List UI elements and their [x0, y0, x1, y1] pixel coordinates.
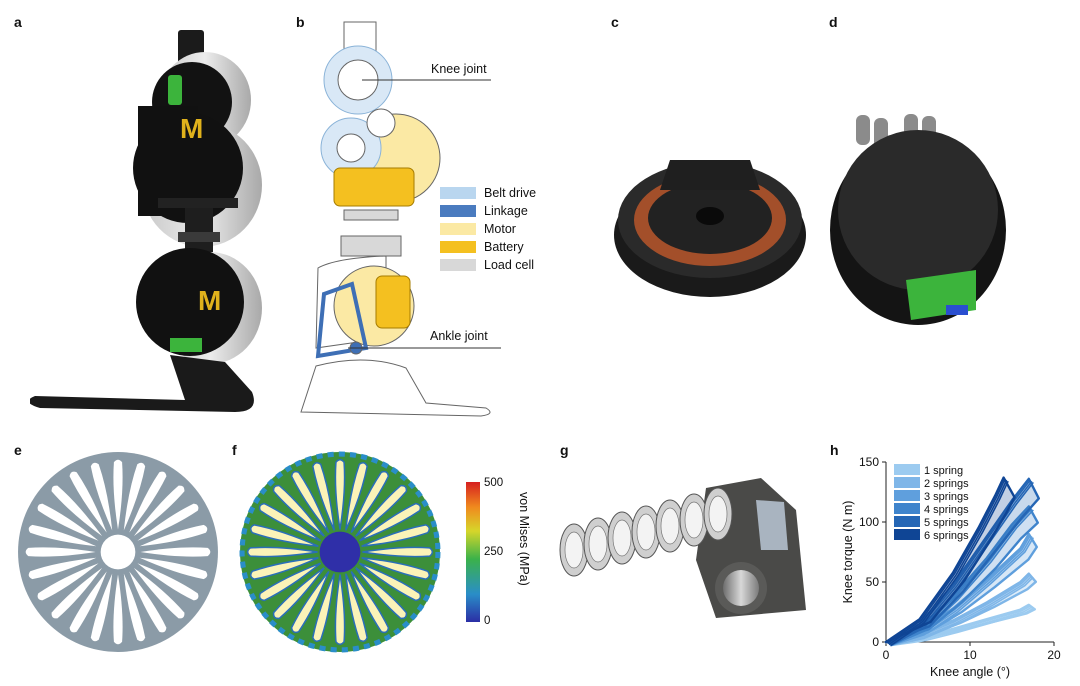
spring-assembly-render	[559, 478, 806, 618]
series-line	[888, 479, 1008, 646]
legend-swatch	[440, 241, 476, 253]
colorbar-label: von Mises (MPa)	[517, 492, 531, 586]
colorbar	[466, 482, 480, 622]
x-tick-label: 10	[963, 648, 977, 662]
legend-label: Motor	[484, 222, 516, 236]
legend-item: Battery	[440, 238, 536, 256]
legend-label: Linkage	[484, 204, 528, 218]
x-tick-label: 20	[1047, 648, 1061, 662]
panel-letter-g: g	[560, 442, 569, 458]
legend-label: Load cell	[484, 258, 535, 272]
legend-label: Battery	[484, 240, 524, 254]
prosthesis-schematic	[300, 21, 501, 417]
svg-text:M: M	[180, 113, 203, 144]
colorbar-tick-min: 0	[484, 615, 491, 627]
panel-letter-c: c	[611, 14, 619, 30]
legend-item: Motor	[440, 220, 536, 238]
panel-letter-b: b	[296, 14, 305, 30]
prosthesis-photo: M M	[30, 30, 262, 412]
legend-swatch	[894, 529, 920, 540]
legend-swatch	[894, 516, 920, 527]
series-line	[890, 480, 1009, 647]
legend-swatch	[440, 205, 476, 217]
x-axis-label: Knee angle (°)	[930, 665, 1010, 679]
panel-letter-f: f	[232, 442, 237, 458]
legend-label: 2 springs	[924, 478, 969, 490]
spring-disc	[18, 452, 218, 652]
colorbar-tick-max: 500	[484, 477, 504, 489]
y-tick-label: 0	[872, 635, 879, 649]
component-legend: Belt drive Linkage Motor Battery Load ce…	[440, 184, 536, 274]
panel-letter-e: e	[14, 442, 22, 458]
legend-swatch	[894, 503, 920, 514]
series-line	[888, 535, 1033, 646]
series-line	[884, 532, 1038, 644]
legend-swatch	[440, 187, 476, 199]
panel-letter-h: h	[830, 442, 839, 458]
legend-swatch	[894, 490, 920, 501]
series-line	[890, 607, 1034, 647]
knee-joint-label: Knee joint	[431, 62, 487, 76]
legend-swatch	[894, 464, 920, 475]
series-line	[888, 480, 1033, 646]
legend-item: Load cell	[440, 256, 536, 274]
motor-photo	[614, 160, 806, 297]
series-line	[890, 537, 1034, 647]
x-tick-label: 0	[883, 648, 890, 662]
y-tick-label: 50	[866, 575, 880, 589]
y-tick-label: 100	[859, 515, 879, 529]
svg-text:M: M	[198, 285, 221, 316]
colorbar-tick-mid: 250	[484, 546, 504, 558]
legend-swatch	[440, 259, 476, 271]
legend-swatch	[894, 477, 920, 488]
panel-letter-a: a	[14, 14, 22, 30]
series-line	[890, 509, 1034, 647]
panel-letter-d: d	[829, 14, 838, 30]
y-tick-label: 150	[859, 455, 879, 469]
y-axis-label: Knee torque (N m)	[841, 501, 855, 604]
legend-item: Belt drive	[440, 184, 536, 202]
legend-label: 5 springs	[924, 517, 969, 529]
series-line	[888, 575, 1033, 646]
stress-disc	[239, 451, 441, 653]
legend-swatch	[440, 223, 476, 235]
legend-label: Belt drive	[484, 186, 537, 200]
series-line	[887, 478, 1006, 644]
ankle-joint-label: Ankle joint	[430, 329, 488, 343]
legend-label: 6 springs	[924, 530, 969, 542]
series-line	[890, 576, 1034, 647]
legend-label: 4 springs	[924, 504, 969, 516]
legend-label: 1 spring	[924, 465, 963, 477]
battery-photo	[830, 114, 1006, 325]
legend-item: Linkage	[440, 202, 536, 220]
legend-label: 3 springs	[924, 491, 969, 503]
